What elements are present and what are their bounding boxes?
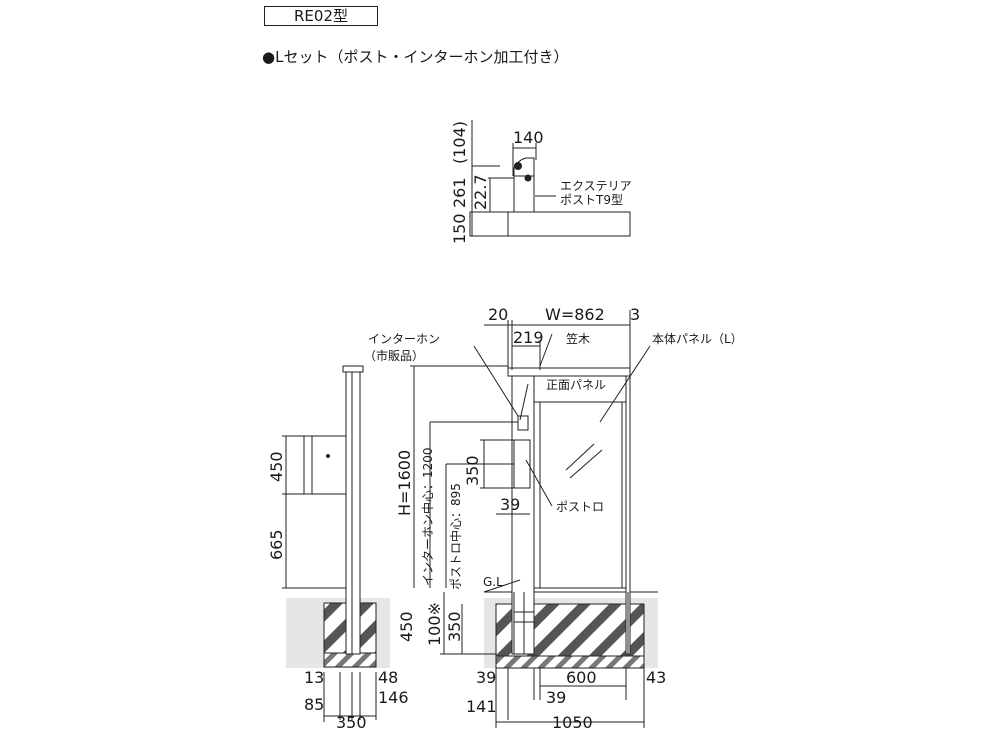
ground-line-label: G.L [483,575,503,589]
front-width-label: W=862 [545,305,605,324]
top-dim-104: (104) [450,121,469,164]
bottom-dim-43: 43 [646,668,666,687]
post-slot-dim-39: 39 [500,495,520,514]
side-dim-350: 350 [336,713,367,732]
bottom-dim-1050: 1050 [552,713,593,732]
kasagi-label: 笠木 [566,331,590,346]
side-dim-85: 85 [304,695,324,714]
bottom-dim-141: 141 [466,697,497,716]
front-view [410,310,658,728]
front-panel-label: 正面パネル [546,378,606,392]
side-dim-450: 450 [267,451,286,482]
post-mouth-label: ポストロ [556,500,604,514]
side-view [282,365,390,722]
top-dim-140: 140 [513,128,544,147]
main-panel-label: 本体パネル（L） [652,332,743,346]
intercom-center-label: インターホン中心：1200 [420,447,435,586]
side-dim-450-ground: 450 [397,611,416,642]
top-dim-150: 150 [450,213,469,244]
post-label-line1: エクステリア [560,179,632,193]
bottom-dim-39: 39 [476,668,496,687]
model-title: RE02型 [264,6,378,26]
top-dim-261: 261 [450,177,469,208]
front-dim-3: 3 [630,305,640,324]
post-label-line2: ポストT9型 [560,193,623,207]
bottom-dim-600: 600 [566,668,597,687]
intercom-label-line2: （市販品） [364,348,424,363]
side-dim-146: 146 [378,688,409,707]
bottom-dim-39b: 39 [546,688,566,707]
top-detail [469,120,631,237]
side-dim-13: 13 [304,668,324,687]
side-dim-665: 665 [267,529,286,560]
front-dim-20: 20 [488,305,508,324]
intercom-label-line1: インターホン [368,332,440,346]
side-dim-48: 48 [378,668,398,687]
top-dim-227: 22.7 [471,174,490,210]
ground-dim-350: 350 [445,611,464,642]
post-center-label: ポストロ中心：895 [448,483,463,590]
front-dim-219: 219 [513,328,544,347]
post-slot-dim-350: 350 [463,455,482,486]
height-label: H=1600 [395,450,414,516]
ground-dim-100: 100※ [425,602,444,646]
set-subtitle: ●Lセット（ポスト・インターホン加工付き） [262,48,569,66]
